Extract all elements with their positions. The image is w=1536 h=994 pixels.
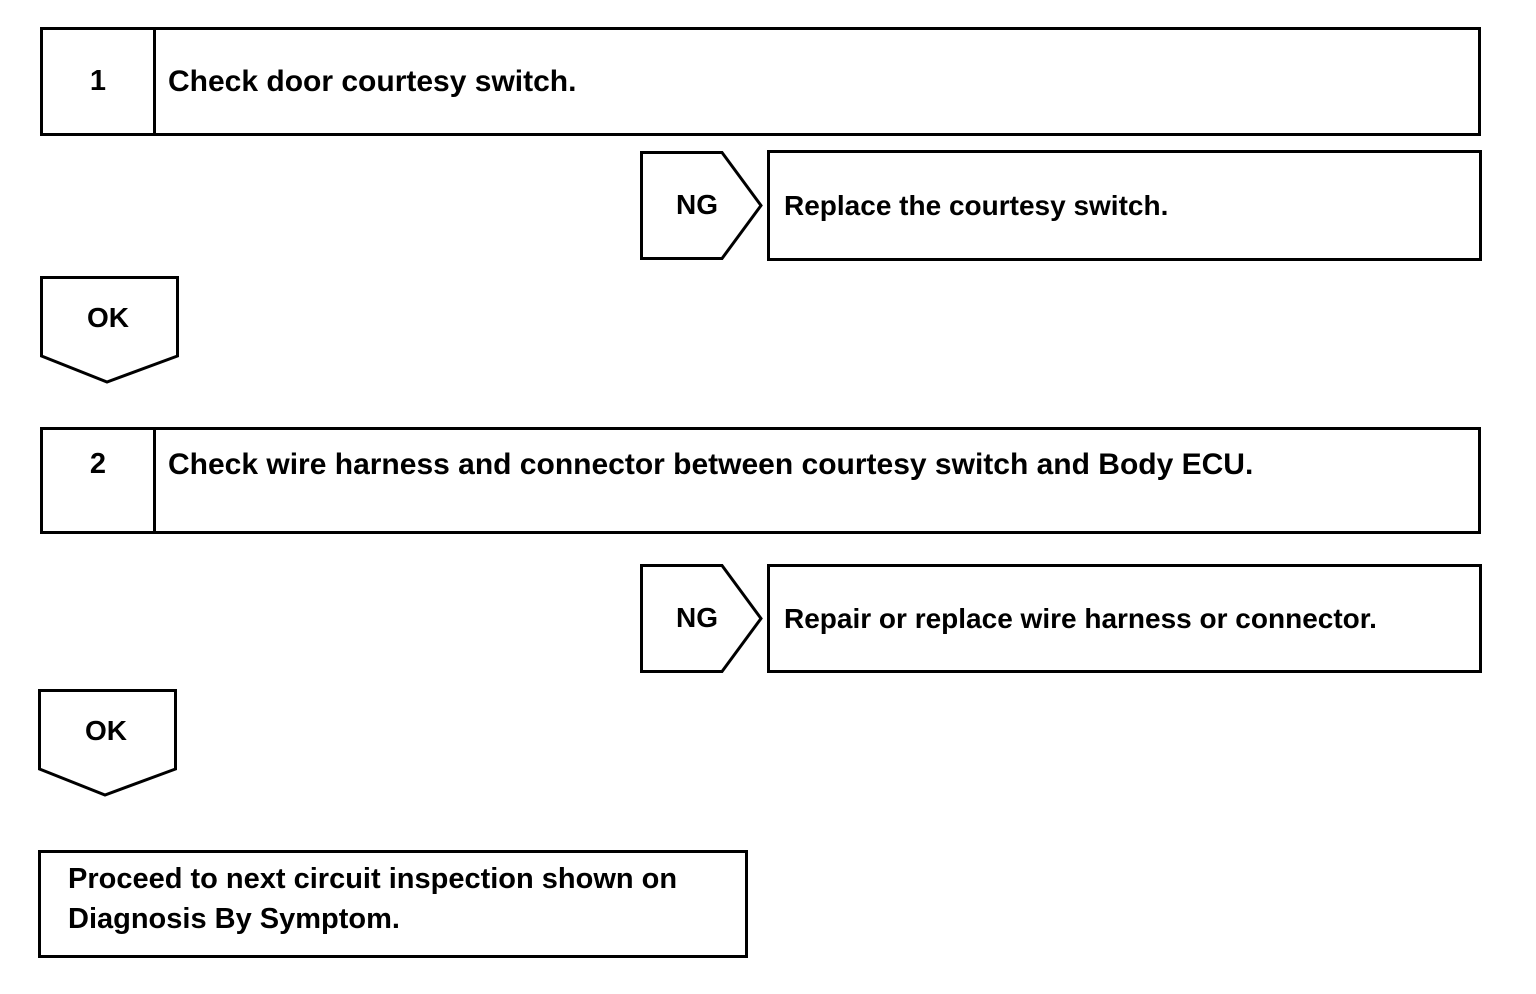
ok-1-arrow-shape [40,276,179,384]
ng-2-action-box: Repair or replace wire harness or connec… [767,564,1482,673]
ng-2-arrow-shape [640,564,763,673]
step-1-text: Check door courtesy switch. [168,64,577,98]
step-2-box: 2 Check wire harness and connector betwe… [40,427,1481,534]
ok-2-arrow-shape [38,689,177,797]
ng-1-label: NG [676,189,718,220]
step-1-number: 1 [43,30,156,133]
ng-2-action-text: Repair or replace wire harness or connec… [784,602,1377,634]
final-instruction-line-1: Proceed to next circuit inspection shown… [68,863,678,895]
step-1-box: 1 Check door courtesy switch. [40,27,1481,136]
ok-1-label: OK [87,302,129,333]
ng-1-action-box: Replace the courtesy switch. [767,150,1482,261]
ng-2-label: NG [676,602,718,633]
step-2-text: Check wire harness and connector between… [168,448,1254,481]
ok-2-label: OK [85,715,127,746]
step-2-number: 2 [43,430,156,531]
final-instruction-box: Proceed to next circuit inspection shown… [38,850,748,958]
ng-1-action-text: Replace the courtesy switch. [784,189,1169,221]
ng-1-arrow-shape [640,151,763,260]
final-instruction-line-2: Diagnosis By Symptom. [68,903,400,935]
